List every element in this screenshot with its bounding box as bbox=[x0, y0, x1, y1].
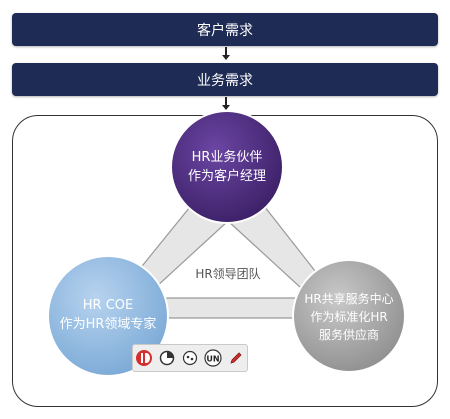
center-label: HR领导团队 bbox=[195, 267, 261, 281]
top-circle-text: HR业务伙伴 作为客户经理 bbox=[167, 148, 287, 186]
right-circle-text: HR共享服务中心 作为标准化HR 服务供应商 bbox=[294, 290, 404, 344]
right-line2: 作为标准化HR bbox=[310, 310, 388, 324]
dots-icon[interactable] bbox=[180, 348, 200, 368]
pie-icon[interactable] bbox=[157, 348, 177, 368]
down-arrow-icon bbox=[222, 97, 230, 110]
top-line2: 作为客户经理 bbox=[187, 169, 266, 184]
hr-business-partner-circle bbox=[170, 110, 284, 224]
right-line1: HR共享服务中心 bbox=[304, 292, 394, 306]
right-line3: 服务供应商 bbox=[318, 328, 379, 342]
customer-demand-box: 客户需求 bbox=[12, 13, 438, 46]
red-id-icon[interactable] bbox=[134, 348, 154, 368]
pencil-icon[interactable] bbox=[226, 348, 246, 368]
business-demand-box: 业务需求 bbox=[12, 63, 438, 96]
left-circle-text: HR COE 作为HR领域专家 bbox=[48, 296, 168, 334]
business-demand-label: 业务需求 bbox=[197, 72, 253, 89]
down-arrow-icon bbox=[222, 47, 230, 60]
top-line1: HR业务伙伴 bbox=[191, 150, 263, 165]
customer-demand-label: 客户需求 bbox=[197, 22, 253, 39]
image-toolbar: UN bbox=[132, 344, 248, 372]
left-line1: HR COE bbox=[82, 298, 134, 313]
left-line2: 作为HR领域专家 bbox=[59, 317, 157, 332]
hr-shared-service-circle bbox=[292, 259, 406, 373]
svg-text:UN: UN bbox=[206, 355, 219, 364]
un-icon[interactable]: UN bbox=[203, 348, 223, 368]
triangle-ring bbox=[98, 159, 354, 319]
